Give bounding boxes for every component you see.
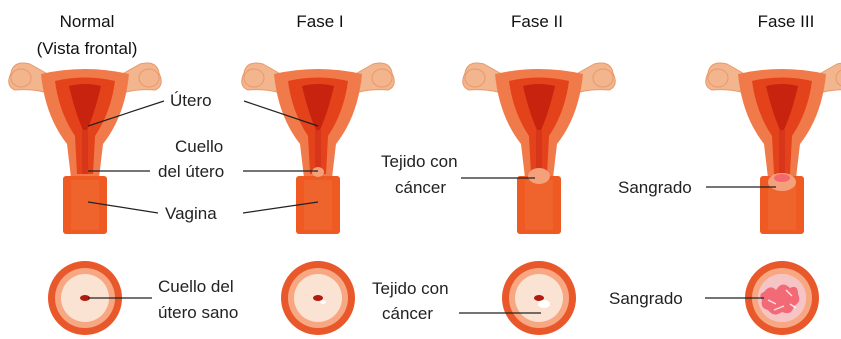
- label-cuello-sano-line2: útero sano: [158, 302, 238, 323]
- label-cuello-line1: Cuello: [175, 136, 223, 157]
- os-fase-1: [313, 295, 323, 301]
- label-tejido-top-line1: Tejido con: [381, 151, 458, 172]
- tumor-fase-1: [320, 300, 326, 304]
- uterus-normal: [9, 63, 162, 234]
- uterus-fase-2: [463, 63, 616, 234]
- os-fase-2: [534, 295, 544, 301]
- tumor-fase-2: [538, 300, 550, 308]
- label-utero: Útero: [170, 90, 212, 111]
- label-sangrado-bottom: Sangrado: [609, 288, 683, 309]
- uterus-fase-1: [242, 63, 395, 234]
- label-tejido-bottom-line2: cáncer: [382, 303, 433, 324]
- blood-fase-3: [774, 174, 790, 182]
- tumor-spot-fase-2: [528, 168, 550, 184]
- label-vagina: Vagina: [165, 203, 217, 224]
- label-sangrado-top: Sangrado: [618, 177, 692, 198]
- label-cuello-sano-line1: Cuello del: [158, 276, 234, 297]
- label-tejido-bottom-line1: Tejido con: [372, 278, 449, 299]
- tumor-spot-fase-1: [312, 167, 324, 177]
- uterus-fase-3: [706, 63, 841, 234]
- label-tejido-top-line2: cáncer: [395, 177, 446, 198]
- label-cuello-line2: del útero: [158, 161, 224, 182]
